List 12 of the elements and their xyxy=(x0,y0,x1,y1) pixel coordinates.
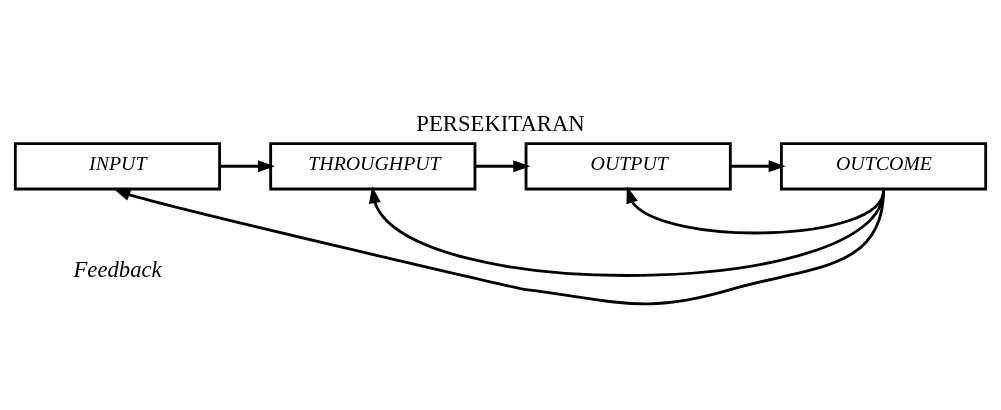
node-box: INPUT xyxy=(13,141,221,190)
node-box: OUTPUT xyxy=(524,141,732,190)
arrow xyxy=(475,159,531,172)
arrow xyxy=(113,188,885,305)
node-box: OUTCOME xyxy=(780,141,988,190)
node-box: THROUGHPUT xyxy=(269,141,477,190)
arrow xyxy=(368,185,885,277)
arrow xyxy=(626,185,885,234)
arrow xyxy=(219,159,275,172)
diagram-title: PERSEKITARAN xyxy=(416,110,585,136)
arrow xyxy=(730,159,786,172)
label: Feedback xyxy=(73,256,162,282)
